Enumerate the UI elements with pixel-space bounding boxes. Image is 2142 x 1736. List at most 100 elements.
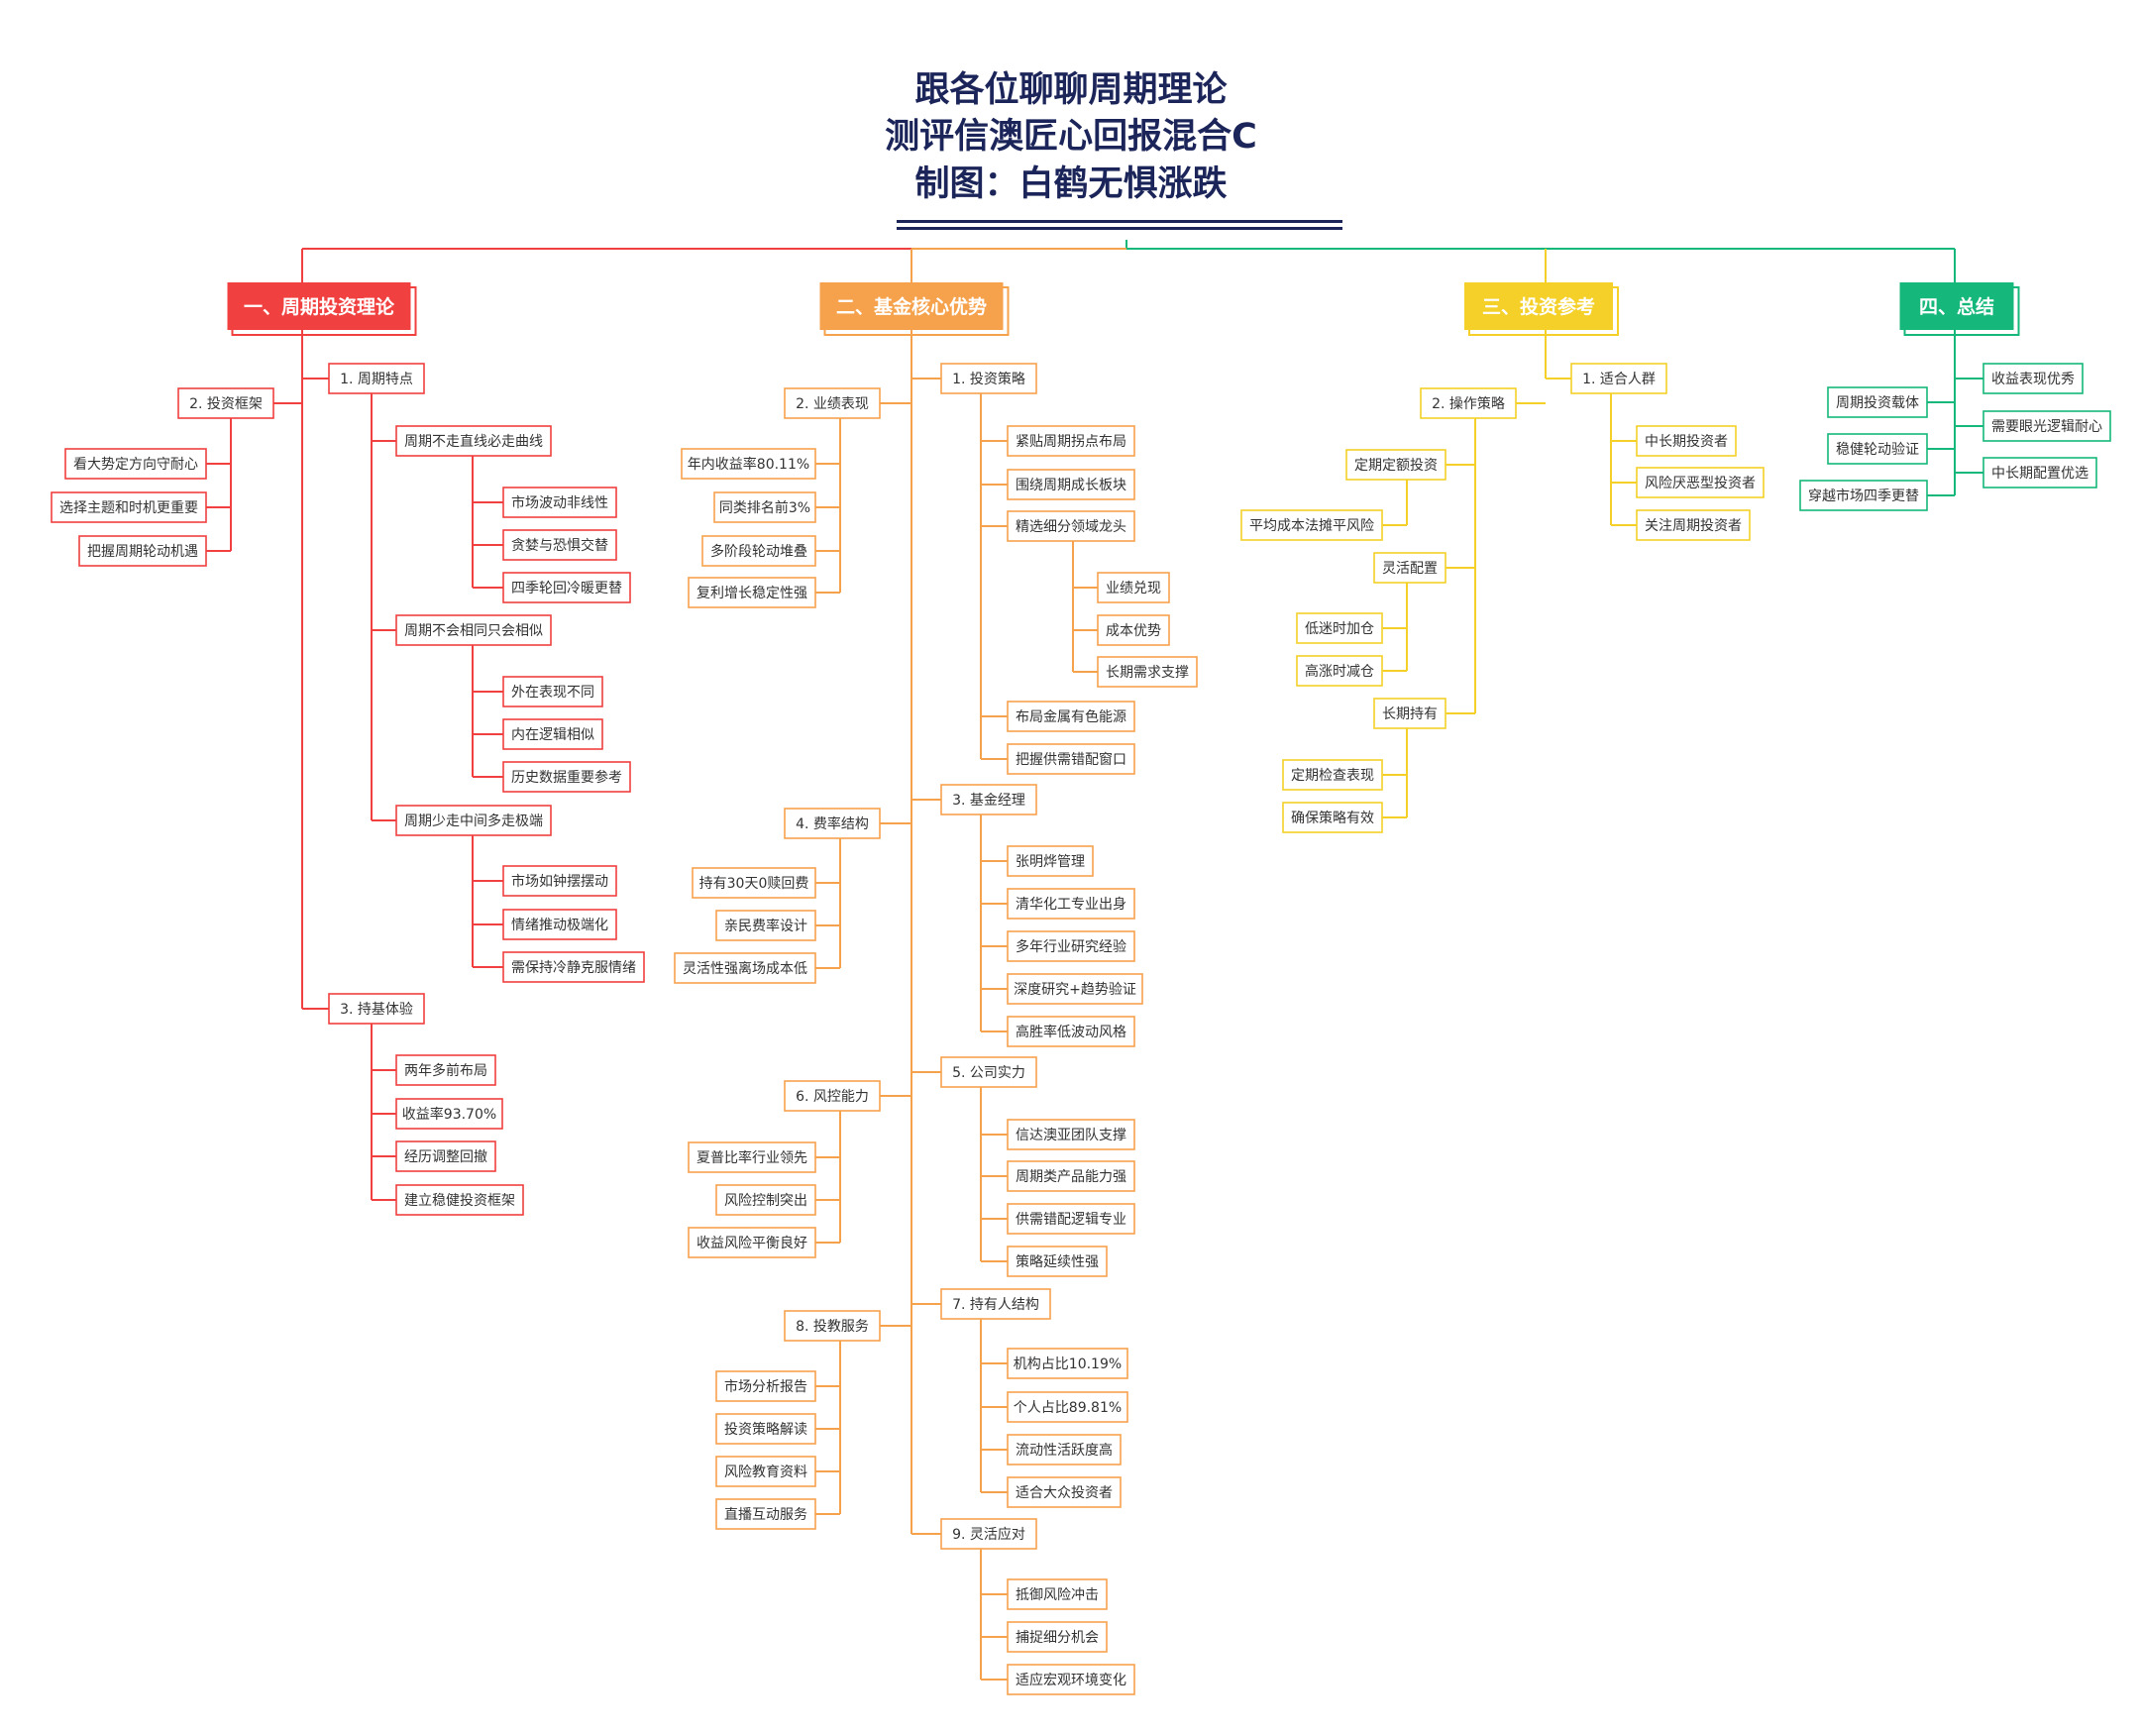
leaf-node[interactable]: 市场分析报告: [715, 1370, 816, 1402]
leaf-node[interactable]: 直播互动服务: [715, 1498, 816, 1530]
group-node[interactable]: 2. 投资框架: [177, 387, 274, 419]
leaf-node[interactable]: 个人占比89.81%: [1007, 1391, 1128, 1423]
group-node[interactable]: 2. 业绩表现: [784, 387, 881, 419]
leaf-node[interactable]: 关注周期投资者: [1636, 509, 1751, 541]
leaf-node[interactable]: 夏普比率行业领先: [688, 1141, 816, 1173]
subgroup-node[interactable]: 精选细分领域龙头: [1007, 510, 1135, 542]
leaf-node[interactable]: 收益风险平衡良好: [688, 1227, 816, 1258]
leaf-node[interactable]: 中长期投资者: [1636, 425, 1737, 457]
group-node[interactable]: 8. 投教服务: [784, 1310, 881, 1342]
branch-header[interactable]: 三、投资参考: [1464, 282, 1619, 336]
leaf-node[interactable]: 看大势定方向守耐心: [64, 448, 207, 480]
group-node[interactable]: 3. 基金经理: [940, 784, 1037, 815]
leaf-node[interactable]: 高涨时减仓: [1296, 655, 1383, 687]
leaf-node[interactable]: 多年行业研究经验: [1007, 930, 1135, 962]
leaf-node[interactable]: 捕捉细分机会: [1007, 1621, 1108, 1653]
leaf-node-frame: [1007, 1434, 1122, 1465]
leaf-node[interactable]: 机构占比10.19%: [1007, 1348, 1128, 1379]
leaf-node[interactable]: 持有30天0赎回费: [692, 867, 816, 899]
leaf-node[interactable]: 风险厌恶型投资者: [1636, 467, 1765, 498]
leaf-node[interactable]: 复利增长稳定性强: [688, 577, 816, 608]
leaf-node-label: 多阶段轮动堆叠: [710, 543, 807, 560]
leaf-node[interactable]: 供需错配逻辑专业: [1007, 1203, 1135, 1235]
subgroup-node[interactable]: 定期定额投资: [1345, 449, 1446, 481]
leaf-node[interactable]: 策略延续性强: [1007, 1246, 1108, 1277]
group-node[interactable]: 6. 风控能力: [784, 1080, 881, 1112]
leaf-node[interactable]: 业绩兑现: [1097, 572, 1170, 603]
leaf-node[interactable]: 把握供需错配窗口: [1007, 743, 1135, 775]
group-node[interactable]: 1. 适合人群: [1570, 363, 1667, 394]
leaf-node[interactable]: 情绪推动极端化: [502, 909, 617, 940]
leaf-node[interactable]: 市场如钟摆摆动: [502, 865, 617, 897]
subgroup-node[interactable]: 周期不会相同只会相似: [395, 614, 552, 646]
leaf-node[interactable]: 围绕周期成长板块: [1007, 469, 1135, 500]
group-node[interactable]: 2. 操作策略: [1420, 387, 1517, 419]
leaf-node-frame: [1007, 1391, 1128, 1423]
group-node-label: 3. 基金经理: [952, 792, 1025, 809]
leaf-node[interactable]: 灵活性强离场成本低: [674, 952, 816, 984]
subgroup-node[interactable]: 周期不走直线必走曲线: [395, 425, 552, 457]
leaf-node[interactable]: 需保持冷静克服情绪: [502, 951, 645, 983]
leaf-node[interactable]: 张明烨管理: [1007, 845, 1094, 877]
leaf-node[interactable]: 穿越市场四季更替: [1799, 480, 1928, 511]
group-node[interactable]: 4. 费率结构: [784, 808, 881, 839]
leaf-node[interactable]: 确保策略有效: [1282, 802, 1383, 833]
leaf-node[interactable]: 四季轮回冷暖更替: [502, 572, 631, 603]
group-node[interactable]: 1. 投资策略: [940, 363, 1037, 394]
leaf-node[interactable]: 贪婪与恐惧交替: [502, 529, 617, 561]
subgroup-node[interactable]: 周期少走中间多走极端: [395, 805, 552, 836]
leaf-node[interactable]: 中长期配置优选: [1982, 457, 2097, 488]
leaf-node[interactable]: 平均成本法摊平风险: [1240, 509, 1383, 541]
leaf-node[interactable]: 外在表现不同: [502, 676, 603, 707]
leaf-node[interactable]: 适合大众投资者: [1007, 1476, 1122, 1508]
leaf-node[interactable]: 稳健轮动验证: [1827, 433, 1928, 465]
leaf-node[interactable]: 风险控制突出: [715, 1184, 816, 1216]
branch-header[interactable]: 一、周期投资理论: [227, 282, 417, 336]
group-node[interactable]: 1. 周期特点: [328, 363, 425, 394]
leaf-node[interactable]: 年内收益率80.11%: [681, 448, 816, 480]
leaf-node[interactable]: 需要眼光逻辑耐心: [1982, 410, 2111, 442]
group-node[interactable]: 5. 公司实力: [940, 1056, 1037, 1088]
leaf-node[interactable]: 同类排名前3%: [713, 491, 816, 523]
branch-header[interactable]: 四、总结: [1899, 282, 2020, 336]
leaf-node[interactable]: 周期投资载体: [1827, 386, 1928, 418]
leaf-node-label: 两年多前布局: [404, 1062, 487, 1079]
leaf-node[interactable]: 历史数据重要参考: [502, 761, 631, 793]
leaf-node[interactable]: 流动性活跃度高: [1007, 1434, 1122, 1465]
leaf-node[interactable]: 多阶段轮动堆叠: [701, 535, 816, 567]
leaf-node-frame: [715, 1370, 816, 1402]
leaf-node[interactable]: 亲民费率设计: [715, 910, 816, 941]
leaf-node[interactable]: 布局金属有色能源: [1007, 701, 1135, 732]
leaf-node[interactable]: 风险教育资料: [715, 1456, 816, 1487]
group-node[interactable]: 3. 持基体验: [328, 993, 425, 1025]
group-node[interactable]: 7. 持有人结构: [940, 1288, 1051, 1320]
group-node-label: 7. 持有人结构: [952, 1297, 1039, 1313]
leaf-node[interactable]: 建立稳健投资框架: [395, 1184, 524, 1216]
leaf-node[interactable]: 内在逻辑相似: [502, 718, 603, 750]
group-node[interactable]: 9. 灵活应对: [940, 1518, 1037, 1550]
leaf-node[interactable]: 定期检查表现: [1282, 759, 1383, 791]
leaf-node[interactable]: 高胜率低波动风格: [1007, 1016, 1135, 1047]
leaf-node[interactable]: 低迷时加仓: [1296, 612, 1383, 644]
leaf-node[interactable]: 经历调整回撤: [395, 1140, 496, 1172]
leaf-node[interactable]: 两年多前布局: [395, 1054, 496, 1086]
leaf-node[interactable]: 收益表现优秀: [1982, 363, 2084, 394]
leaf-node[interactable]: 把握周期轮动机遇: [78, 535, 207, 567]
leaf-node[interactable]: 长期需求支撑: [1097, 656, 1198, 688]
subgroup-node[interactable]: 灵活配置: [1373, 552, 1446, 584]
leaf-node[interactable]: 收益率93.70%: [395, 1098, 503, 1130]
leaf-node[interactable]: 深度研究+趋势验证: [1007, 973, 1143, 1005]
leaf-node[interactable]: 投资策略解读: [715, 1413, 816, 1445]
leaf-node[interactable]: 紧贴周期拐点布局: [1007, 425, 1135, 457]
leaf-node[interactable]: 适应宏观环境变化: [1007, 1664, 1135, 1695]
leaf-node[interactable]: 成本优势: [1097, 614, 1170, 646]
subgroup-node[interactable]: 长期持有: [1373, 698, 1446, 729]
leaf-node[interactable]: 周期类产品能力强: [1007, 1160, 1135, 1192]
leaf-node[interactable]: 清华化工专业出身: [1007, 888, 1135, 920]
leaf-node[interactable]: 抵御风险冲击: [1007, 1578, 1108, 1610]
leaf-node-frame: [1799, 480, 1928, 511]
leaf-node[interactable]: 信达澳亚团队支撑: [1007, 1119, 1135, 1150]
branch-header[interactable]: 二、基金核心优势: [819, 282, 1010, 336]
leaf-node[interactable]: 市场波动非线性: [502, 487, 617, 518]
leaf-node[interactable]: 选择主题和时机更重要: [51, 491, 207, 523]
